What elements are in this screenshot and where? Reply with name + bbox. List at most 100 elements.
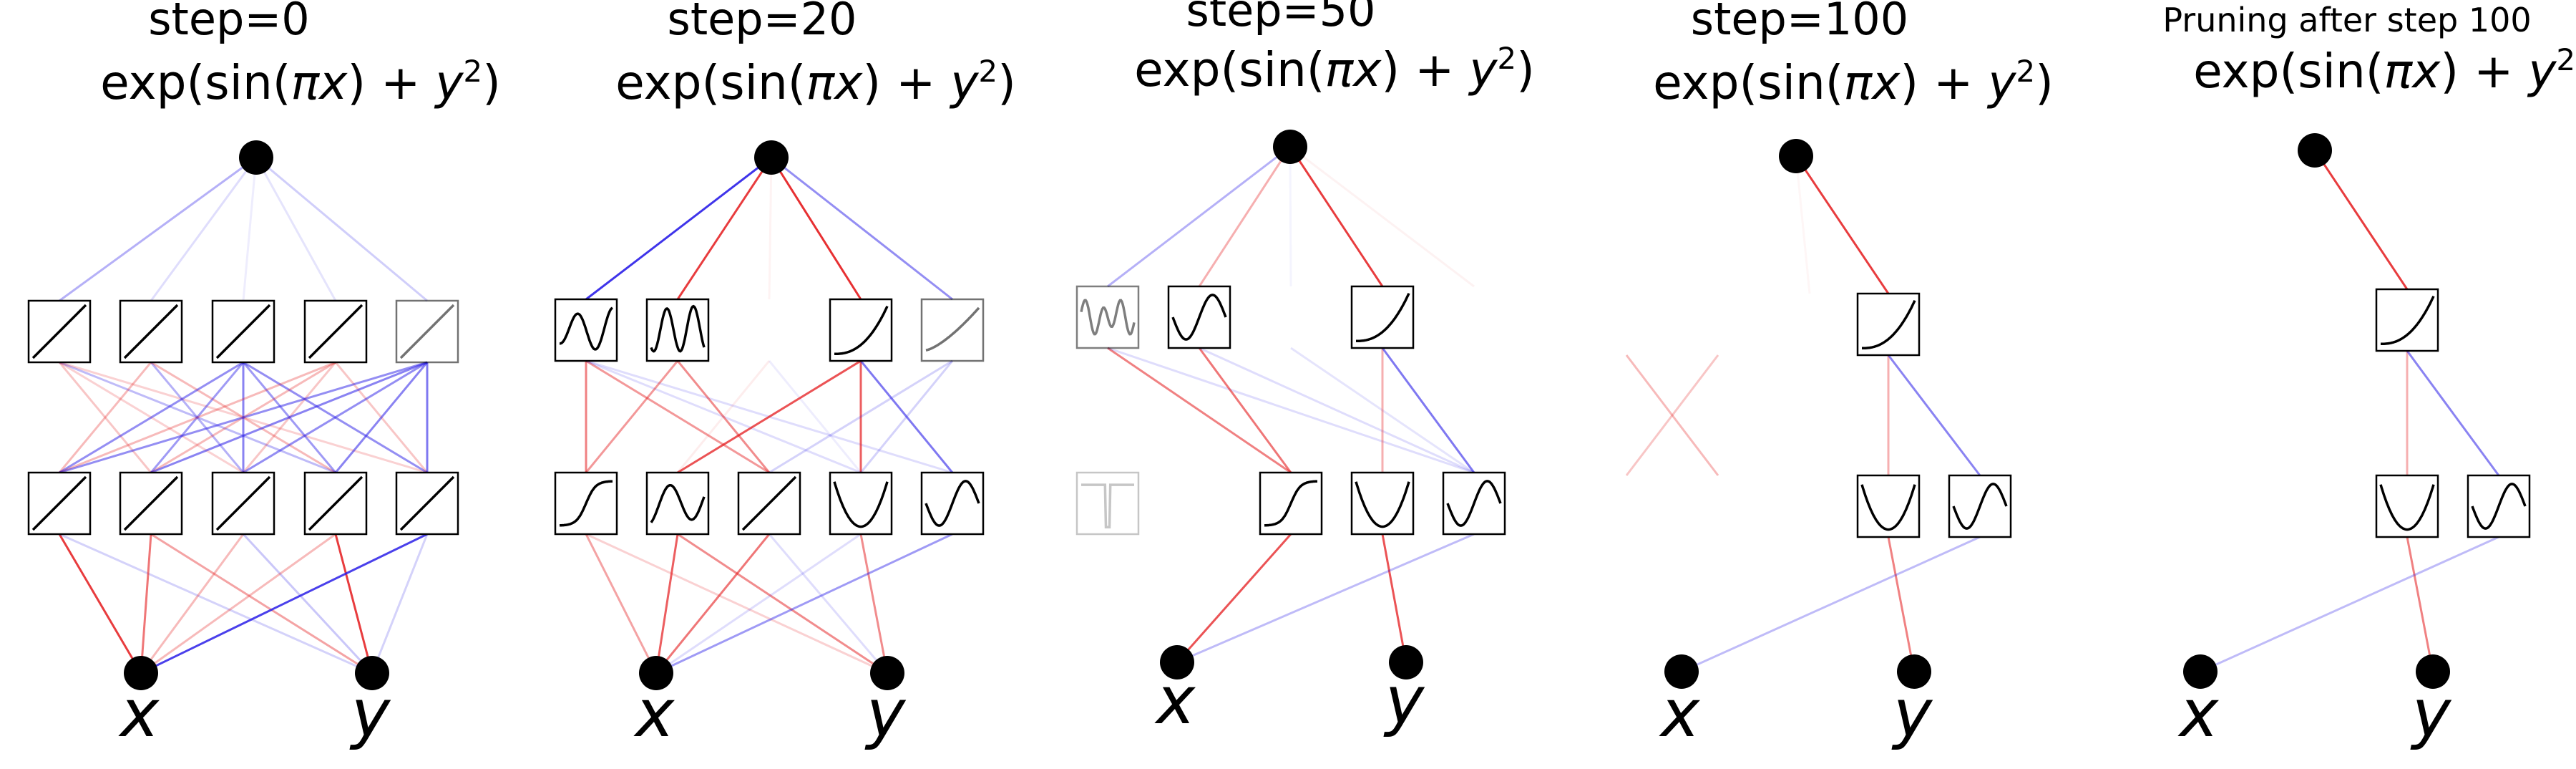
formula-label: exp(sin(πx) + y2) <box>1134 41 1535 98</box>
hidden-node-l1-1 <box>119 299 183 364</box>
edge-out0-l12 <box>768 157 773 300</box>
edge-out0-l12 <box>1795 155 1811 294</box>
edge-l14-l23 <box>859 360 954 473</box>
hidden-node-l1-2 <box>211 299 275 364</box>
edge-out0-l11 <box>676 157 773 300</box>
edge-l10-l21 <box>1625 354 1719 476</box>
hidden-node-l1-1-frame <box>645 298 710 362</box>
hidden-node-l2-1-frame <box>645 471 710 536</box>
edge-l24-in1 <box>371 533 429 674</box>
edge-out0-l11 <box>150 157 258 301</box>
hidden-node-l2-3-frame <box>1856 474 1921 538</box>
panel-title: step=100 <box>1691 0 1908 45</box>
edge-l12-l23 <box>768 360 862 473</box>
output-node <box>754 140 789 175</box>
edge-l13-l24 <box>1381 347 1475 473</box>
edge-l12-l21 <box>150 362 245 473</box>
formula-label: exp(sin(πx) + y2) <box>615 54 1016 111</box>
input-node-x <box>1160 645 1194 679</box>
hidden-node-l1-1-curve <box>1171 294 1227 341</box>
edge-out0-l12 <box>1289 146 1292 287</box>
edge-out0-l14 <box>1289 145 1475 288</box>
edge-out0-l11 <box>1198 146 1292 287</box>
edge-l12-l21 <box>676 360 771 473</box>
input-label-y: y <box>1383 662 1425 739</box>
hidden-node-l1-3-frame <box>2375 288 2439 352</box>
edge-out0-l12 <box>242 157 258 301</box>
hidden-node-l2-2 <box>211 471 275 536</box>
edge-l23-in1 <box>859 533 889 674</box>
hidden-node-l1-0-curve <box>31 304 87 359</box>
output-node <box>239 140 273 175</box>
input-node-x <box>2183 654 2218 689</box>
hidden-node-l1-3 <box>303 299 368 364</box>
edge-out0-l13 <box>2313 150 2409 290</box>
hidden-node-l2-4 <box>1948 474 2012 538</box>
hidden-node-l1-3-curve <box>1356 292 1410 343</box>
hidden-node-l1-3-frame <box>1856 292 1921 357</box>
hidden-node-l2-0 <box>27 471 92 536</box>
edge-l10-l22 <box>585 359 770 474</box>
panel-title: step=50 <box>1186 0 1376 37</box>
formula-label: exp(sin(πx) + y2) <box>100 54 501 111</box>
hidden-node-l1-0-curve <box>559 306 613 351</box>
edge-l24-in0 <box>1176 533 1475 664</box>
edge-l11-l22 <box>1198 347 1292 473</box>
edge-l11-l22 <box>676 360 771 473</box>
edge-l21-in1 <box>677 533 888 674</box>
edge-out0-l13 <box>255 157 337 301</box>
edge-l10-l21 <box>58 362 152 473</box>
hidden-node-l1-2-curve <box>215 304 271 359</box>
edge-out0-l13 <box>1795 155 1890 294</box>
input-label-y: y <box>1891 675 1933 752</box>
input-node-x <box>124 656 158 690</box>
edge-l14-l23 <box>334 362 429 473</box>
edge-l22-in0 <box>140 533 245 674</box>
hidden-node-l2-4 <box>920 471 985 536</box>
edge-l10-l24 <box>1107 347 1475 474</box>
hidden-node-l1-3-frame <box>1350 285 1415 349</box>
edges <box>1625 155 1981 673</box>
hidden-node-l2-2 <box>1259 471 1323 536</box>
hidden-node-l2-3 <box>829 471 893 536</box>
hidden-node-l1-3 <box>2375 288 2439 352</box>
edges <box>2200 150 2500 673</box>
output-node <box>2298 133 2332 168</box>
hidden-node-l2-2-curve <box>741 475 797 531</box>
hidden-node-l1-1 <box>645 298 710 362</box>
hidden-node-l2-1-curve <box>123 475 179 531</box>
hidden-node-l1-3-curve <box>2381 295 2435 346</box>
edge-l13-l24 <box>859 360 954 473</box>
hidden-node-l2-4-curve <box>399 475 455 531</box>
hidden-node-l2-3 <box>303 471 368 536</box>
output-node <box>1273 130 1307 164</box>
hidden-node-l1-1 <box>1167 285 1231 349</box>
edge-l11-l22 <box>150 362 245 473</box>
input-node-y <box>1389 645 1423 679</box>
edge-l23-in1 <box>1381 533 1407 663</box>
input-node-x <box>639 656 673 690</box>
hidden-node-l2-3-frame <box>829 471 893 536</box>
hidden-node-l2-1-curve <box>650 483 706 523</box>
hidden-node-l1-4-frame <box>920 298 985 362</box>
input-label-y: y <box>2410 675 2452 752</box>
panel-title: step=0 <box>148 0 310 45</box>
hidden-node-l1-1-curve <box>650 304 706 353</box>
hidden-node-l1-4 <box>920 298 985 362</box>
edge-l20-in0 <box>585 533 658 674</box>
hidden-node-l2-0-curve <box>1081 483 1134 529</box>
edge-out0-l10 <box>585 156 772 301</box>
hidden-node-l1-0-curve <box>1080 299 1136 336</box>
hidden-node-l2-2 <box>737 471 801 536</box>
hidden-node-l2-3-frame <box>1350 471 1415 536</box>
edges <box>585 156 954 674</box>
edge-l22-in1 <box>242 533 374 674</box>
hidden-node-l1-3 <box>829 298 893 362</box>
edge-l11-l20 <box>1625 354 1719 476</box>
hidden-node-l1-3-frame <box>829 298 893 362</box>
edge-l22-in0 <box>655 533 771 674</box>
edge-l12-l20 <box>59 361 244 474</box>
hidden-node-l1-0 <box>27 299 92 364</box>
